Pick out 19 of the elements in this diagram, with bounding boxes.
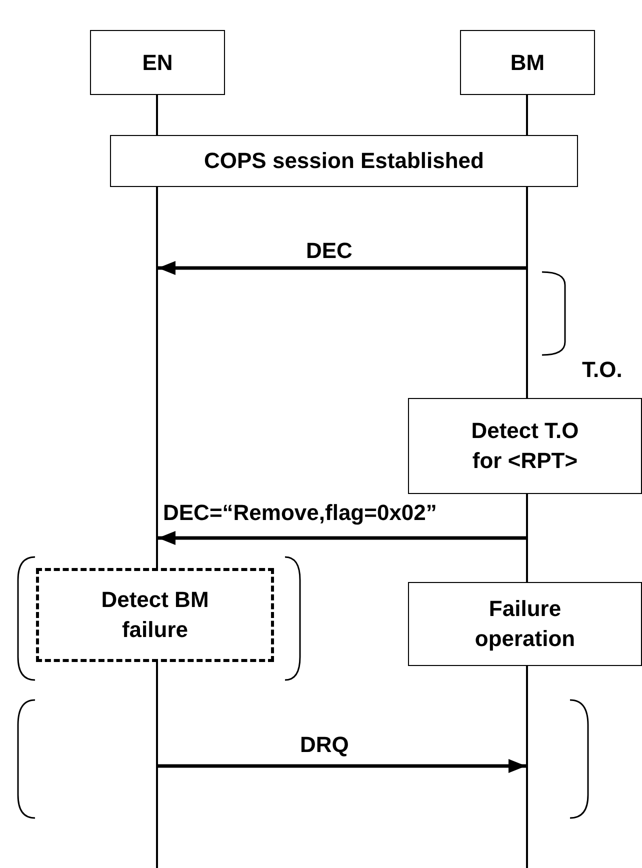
process-box (408, 582, 642, 666)
participant-box (460, 30, 595, 95)
arrow (158, 261, 526, 275)
box-label: EN (142, 48, 173, 77)
arrow (158, 759, 526, 773)
arrow (158, 531, 526, 545)
process-box (408, 398, 642, 494)
timeout-label: T.O. (582, 357, 622, 383)
message-label: DEC (306, 238, 352, 264)
box-label: Detect BM failure (100, 586, 210, 644)
message-label: DRQ (300, 732, 349, 758)
process-box (36, 568, 274, 662)
state-box (110, 135, 578, 187)
box-label: Detect T.O for <RPT> (470, 417, 580, 475)
box-label: Failure operation (474, 595, 576, 653)
box-label: BM (510, 48, 545, 77)
message-label: DEC=“Remove,flag=0x02” (163, 500, 437, 526)
box-label: COPS session Established (204, 147, 484, 176)
participant-box (90, 30, 225, 95)
